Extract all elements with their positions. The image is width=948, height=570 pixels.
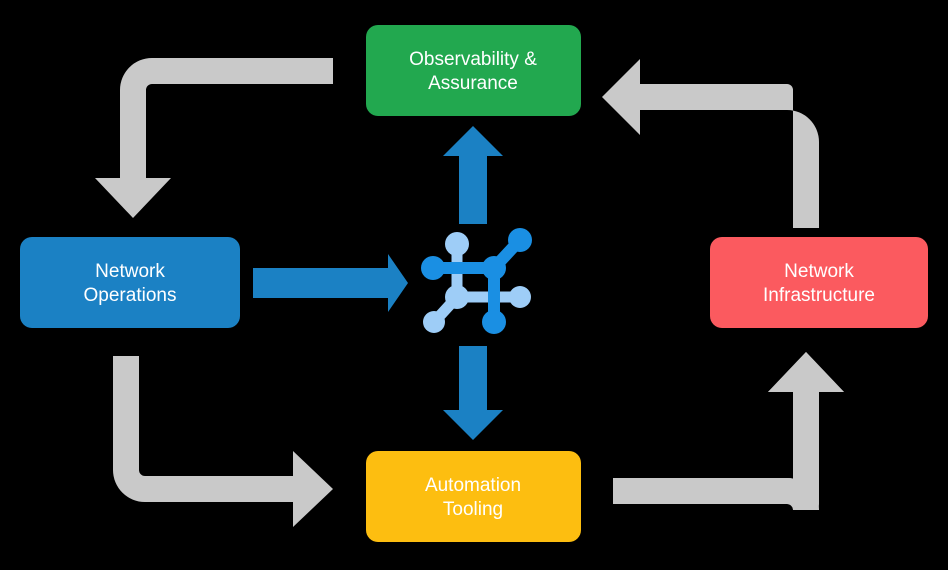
arrow-operations-to-automation [113, 356, 333, 527]
arrow-observability-to-operations [95, 58, 333, 218]
node-network-operations-label-line1: Network [95, 261, 165, 282]
arrow-center-to-observability [443, 126, 503, 224]
node-network-operations-label-line2: Operations [84, 285, 177, 306]
network-topology-icon [421, 228, 532, 334]
arrow-center-to-automation [443, 346, 503, 440]
node-observability-assurance-box[interactable] [366, 25, 581, 116]
node-network-infrastructure-label-line2: Infrastructure [763, 285, 875, 306]
node-observability-assurance-label-line2: Assurance [428, 73, 518, 94]
node-automation-tooling-box[interactable] [366, 451, 581, 542]
node-observability-assurance-label-line1: Observability & [409, 49, 537, 70]
node-network-infrastructure-box[interactable] [710, 237, 928, 328]
node-observability-assurance[interactable]: Observability & Assurance [366, 25, 581, 116]
node-automation-tooling-label-line2: Tooling [443, 499, 503, 520]
node-network-operations-box[interactable] [20, 237, 240, 328]
arrow-automation-to-infrastructure-shape [613, 352, 844, 510]
node-automation-tooling-label-line1: Automation [425, 475, 521, 496]
arrow-infrastructure-to-observability [602, 59, 819, 228]
arrow-operations-to-center [253, 254, 408, 312]
node-network-operations[interactable]: Network Operations [20, 237, 240, 328]
node-automation-tooling[interactable]: Automation Tooling [366, 451, 581, 542]
node-network-infrastructure[interactable]: Network Infrastructure [710, 237, 928, 328]
node-network-infrastructure-label-line1: Network [784, 261, 854, 282]
